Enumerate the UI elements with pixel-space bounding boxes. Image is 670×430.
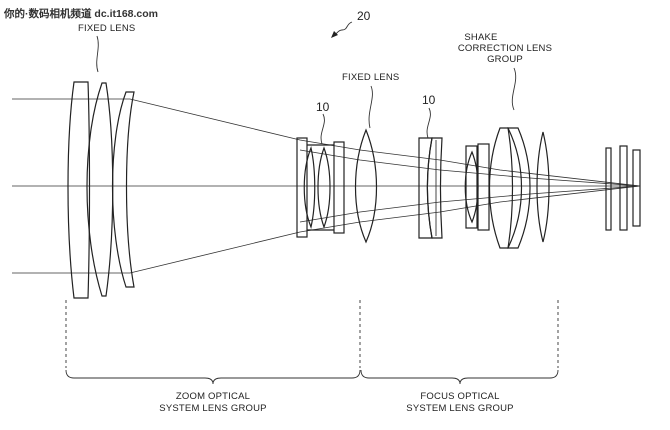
small-group-frame-left [465, 145, 478, 229]
shake-label-line3: GROUP [487, 54, 523, 65]
shake-correction-group [488, 127, 550, 249]
shake-lens-1 [488, 127, 514, 249]
ray-inner-upper [299, 149, 641, 187]
second-small-group [464, 143, 490, 231]
fixed-lens-label-middle: FIXED LENS [342, 72, 399, 83]
rear-element-1 [605, 147, 612, 231]
ref-10-second-leader [426, 107, 431, 139]
focus-lens-2 [426, 137, 443, 239]
shake-lens-3 [536, 131, 550, 243]
front-lens-group [67, 81, 135, 299]
small-group-lens [464, 150, 479, 224]
focus-group-label-line2: SYSTEM LENS GROUP [406, 403, 513, 414]
small-group-frame-right [477, 143, 490, 231]
focus-brace [360, 369, 559, 385]
zoom-inner-lens-1 [303, 146, 316, 229]
front-lens-1 [67, 81, 91, 299]
rear-lens-group [605, 145, 641, 231]
zoom-frame-left [296, 137, 308, 238]
zoom-group-label-line1: ZOOM OPTICAL [176, 391, 250, 402]
fixed-lens-middle [354, 128, 378, 244]
fixed-lens-label-left: FIXED LENS [78, 23, 135, 34]
shake-group-leader [511, 67, 517, 111]
focus-group-label-line1: FOCUS OPTICAL [420, 391, 499, 402]
zoom-lens-group-10 [296, 137, 345, 238]
shake-lens-2 [507, 127, 531, 249]
ref-10-first: 10 [316, 100, 330, 114]
ref-10-first-leader [320, 113, 325, 145]
figure-ref-20: 20 [357, 9, 371, 23]
zoom-brace [65, 369, 361, 385]
fixed-lens-left-leader [96, 35, 99, 73]
rear-element-3 [632, 149, 641, 227]
focus-lens-group-10 [418, 137, 443, 239]
shake-label-line1: SHAKE [464, 32, 497, 43]
zoom-group-label-line2: SYSTEM LENS GROUP [159, 403, 266, 414]
rear-element-2 [619, 145, 628, 231]
zoom-inner-lens-2 [317, 146, 331, 229]
front-lens-3 [111, 91, 135, 288]
watermark-text: 你的·数码相机频道 dc.it168.com [3, 7, 158, 20]
ref-10-second: 10 [422, 93, 436, 107]
front-lens-2 [86, 82, 114, 297]
fixed-lens-middle-leader [368, 85, 373, 129]
shake-label-line2: CORRECTION LENS [458, 43, 552, 54]
zoom-frame-right [333, 141, 345, 234]
figure-ref-arrowhead [331, 31, 338, 38]
